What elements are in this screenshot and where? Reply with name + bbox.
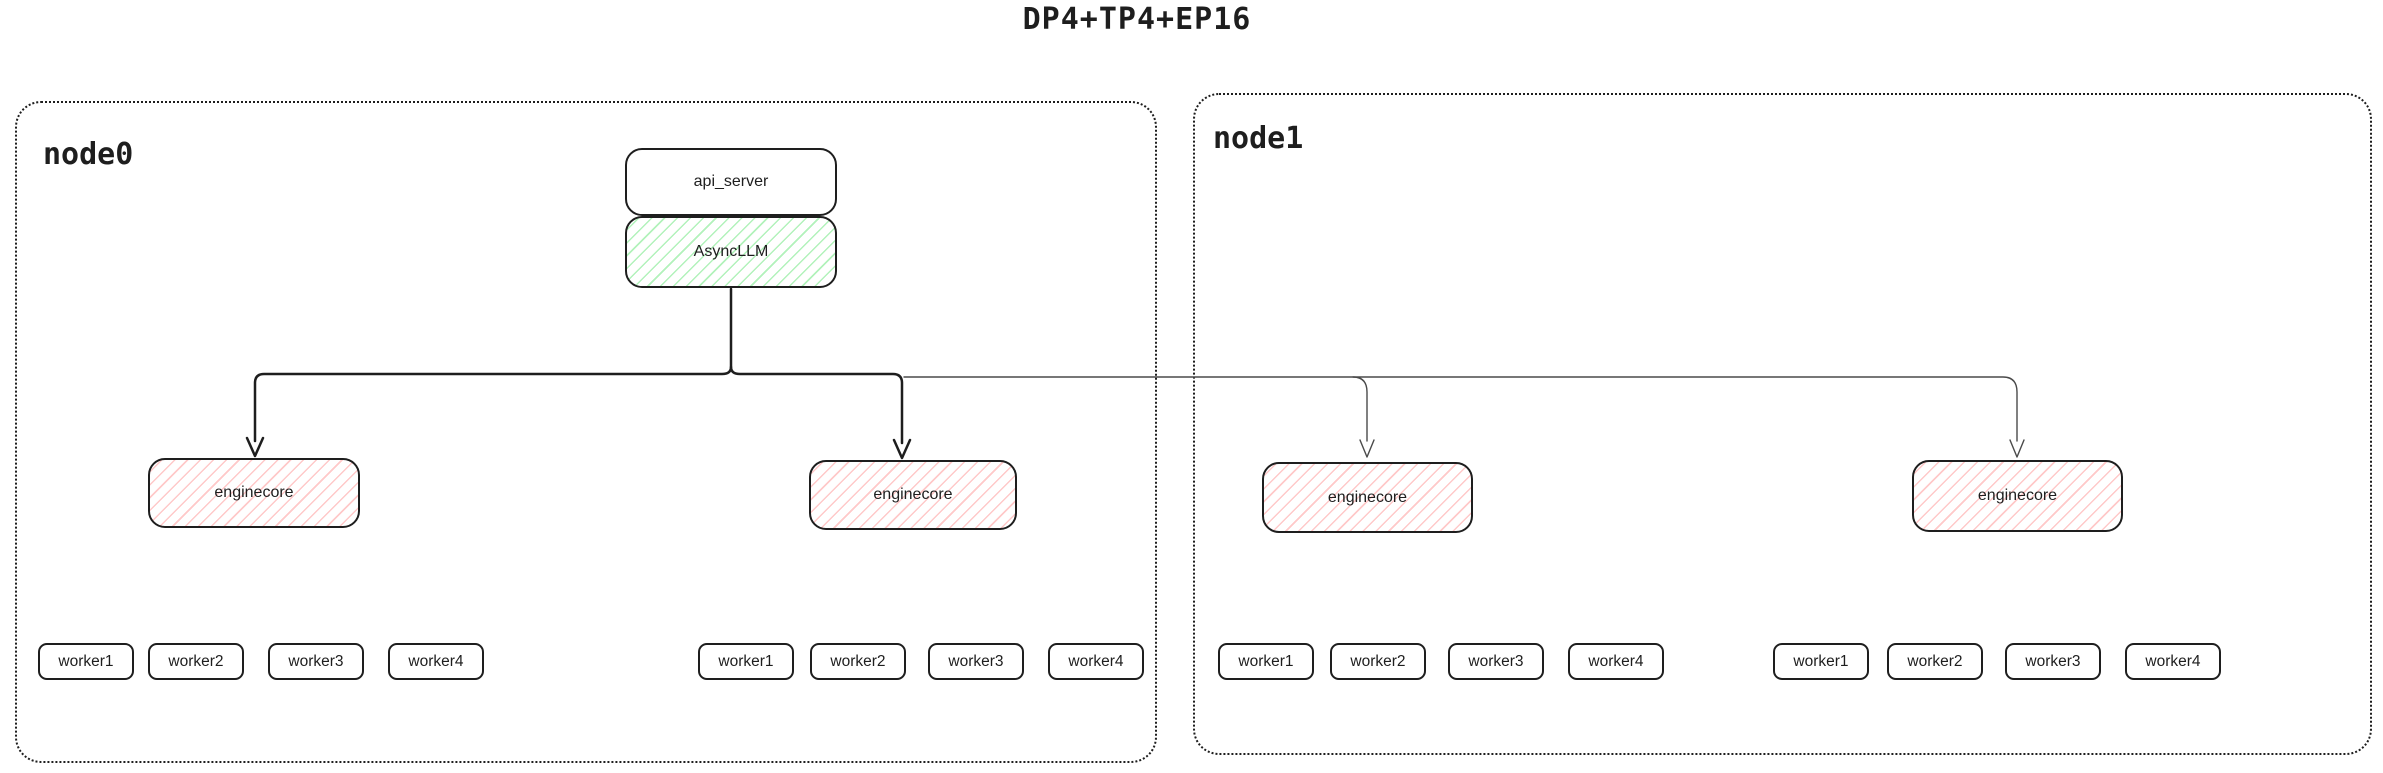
arrowhead-enginecore3-icon bbox=[1359, 439, 1375, 458]
api-server-label: api_server bbox=[693, 173, 769, 190]
worker-chip: worker3 bbox=[1448, 643, 1544, 680]
worker-label: worker2 bbox=[1350, 652, 1406, 670]
enginecore-label: enginecore bbox=[1327, 488, 1408, 506]
worker-chip: worker3 bbox=[2005, 643, 2101, 680]
worker-label: worker4 bbox=[2145, 652, 2201, 670]
worker-label: worker2 bbox=[830, 652, 886, 670]
arrow-asyncllm-to-enginecore4-line bbox=[903, 376, 2018, 442]
worker-chip: worker4 bbox=[388, 643, 484, 680]
api-server-box: api_server bbox=[625, 148, 837, 216]
worker-label: worker1 bbox=[1238, 652, 1294, 670]
worker-label: worker3 bbox=[948, 652, 1004, 670]
worker-label: worker3 bbox=[2025, 652, 2081, 670]
worker-chip: worker2 bbox=[1330, 643, 1426, 680]
node0-label: node0 bbox=[43, 137, 134, 172]
worker-label: worker1 bbox=[718, 652, 774, 670]
worker-chip: worker3 bbox=[268, 643, 364, 680]
enginecore-box-node0-2: enginecore bbox=[809, 460, 1017, 530]
worker-chip: worker1 bbox=[38, 643, 134, 680]
worker-chip: worker2 bbox=[148, 643, 244, 680]
worker-chip: worker3 bbox=[928, 643, 1024, 680]
node1-label: node1 bbox=[1213, 121, 1304, 156]
worker-label: worker2 bbox=[168, 652, 224, 670]
worker-label: worker4 bbox=[1068, 652, 1124, 670]
enginecore-box-node1-2: enginecore bbox=[1912, 460, 2123, 532]
worker-label: worker1 bbox=[58, 652, 114, 670]
enginecore-label: enginecore bbox=[1977, 487, 2058, 504]
enginecore-box-node0-1: enginecore bbox=[148, 458, 360, 528]
arrowhead-enginecore1-icon bbox=[245, 436, 265, 458]
enginecore-label: enginecore bbox=[214, 484, 294, 501]
worker-label: worker3 bbox=[288, 652, 344, 670]
diagram-title: DP4+TP4+EP16 bbox=[1022, 2, 1252, 37]
arrowhead-enginecore4-icon bbox=[2009, 439, 2025, 458]
worker-chip: worker2 bbox=[1887, 643, 1983, 680]
enginecore-box-node1-1: enginecore bbox=[1262, 462, 1473, 533]
worker-chip: worker4 bbox=[1048, 643, 1144, 680]
asyncllm-box: AsyncLLM bbox=[625, 216, 837, 288]
arrow-asyncllm-to-enginecore3-line bbox=[1352, 376, 1368, 442]
arrowhead-enginecore2-icon bbox=[892, 438, 912, 460]
worker-label: worker1 bbox=[1793, 652, 1849, 670]
worker-label: worker3 bbox=[1468, 652, 1524, 670]
node1-container: node1 bbox=[1193, 93, 2372, 755]
node0-container: node0 bbox=[15, 101, 1157, 763]
worker-chip: worker2 bbox=[810, 643, 906, 680]
worker-label: worker4 bbox=[408, 652, 464, 670]
worker-label: worker2 bbox=[1907, 652, 1963, 670]
worker-chip: worker4 bbox=[1568, 643, 1664, 680]
arrow-asyncllm-to-enginecore1-line bbox=[253, 287, 733, 443]
worker-label: worker4 bbox=[1588, 652, 1644, 670]
worker-chip: worker1 bbox=[698, 643, 794, 680]
enginecore-label: enginecore bbox=[873, 486, 953, 503]
worker-chip: worker1 bbox=[1218, 643, 1314, 680]
arrow-asyncllm-to-enginecore2-line bbox=[729, 365, 904, 445]
worker-chip: worker1 bbox=[1773, 643, 1869, 680]
asyncllm-label: AsyncLLM bbox=[693, 243, 769, 260]
worker-chip: worker4 bbox=[2125, 643, 2221, 680]
